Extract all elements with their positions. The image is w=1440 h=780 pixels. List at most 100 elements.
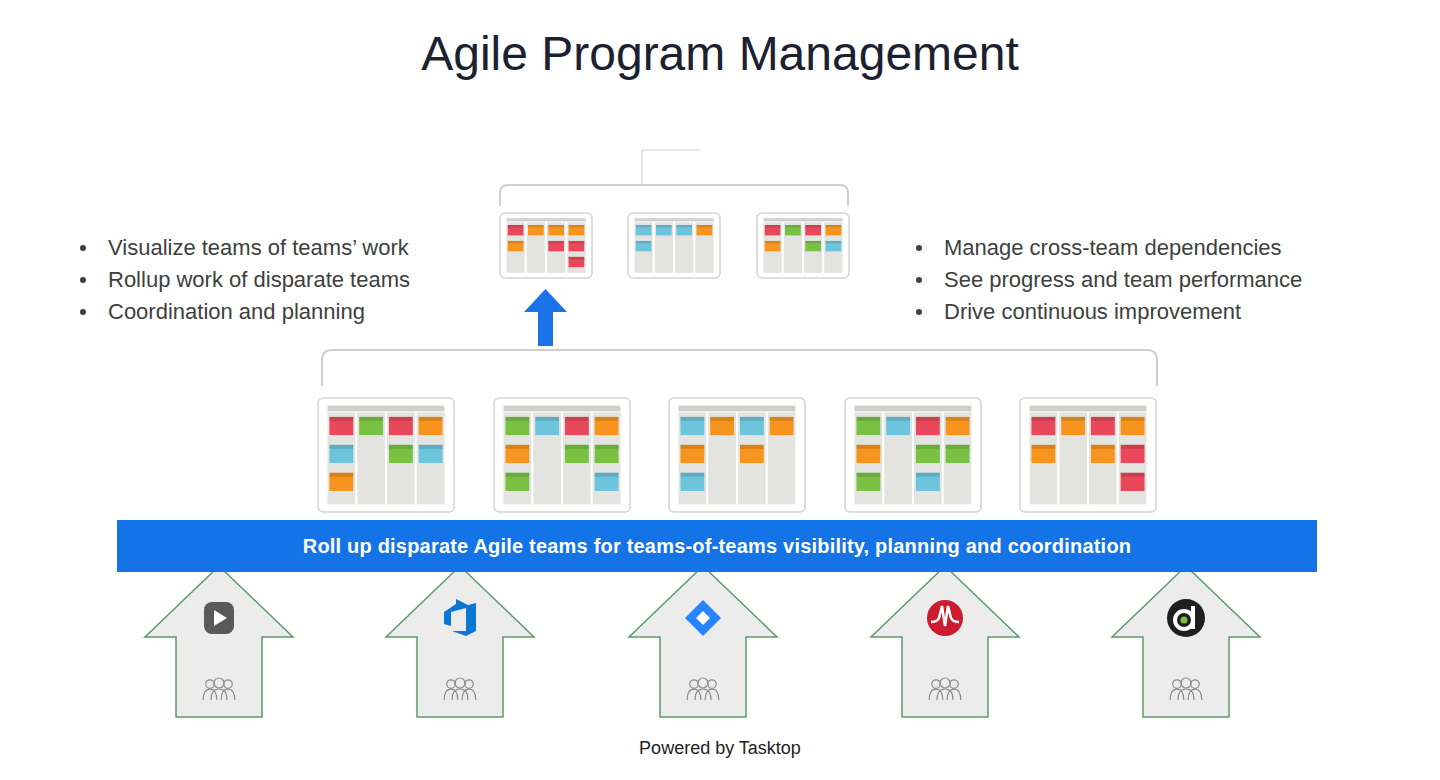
sticky-note <box>826 241 842 251</box>
sticky-note <box>636 241 652 251</box>
sticky-note <box>419 417 443 435</box>
board-column <box>784 222 802 272</box>
board-column <box>655 222 673 272</box>
sticky-note-top <box>505 417 529 421</box>
bullet-text: Visualize teams of teams’ work <box>108 235 409 261</box>
sticky-note-top <box>1121 473 1145 477</box>
tool-logo <box>927 600 963 636</box>
board-column <box>533 412 561 504</box>
sticky-note-top <box>785 225 801 227</box>
bullet-text: Coordination and planning <box>108 299 365 325</box>
person-head <box>1191 680 1200 689</box>
team-icon <box>687 678 719 700</box>
board-header <box>328 406 445 412</box>
board-column <box>1030 412 1058 504</box>
sticky-note-top <box>856 417 880 421</box>
board-column <box>567 222 585 272</box>
person-head <box>690 680 699 689</box>
tool-arrow <box>1112 566 1260 717</box>
sticky-note-top <box>505 473 529 477</box>
sticky-note <box>569 241 585 251</box>
sticky-note <box>710 417 734 435</box>
sticky-note <box>329 417 353 435</box>
sticky-note-top <box>419 417 443 421</box>
board-column <box>593 412 621 504</box>
sticky-note <box>770 417 794 435</box>
board-column <box>914 412 942 504</box>
board-column <box>1059 412 1087 504</box>
sticky-note-top <box>359 417 383 421</box>
bullet-dot <box>80 277 86 283</box>
board-column <box>695 222 713 272</box>
board-column <box>824 222 842 272</box>
bullet-dot <box>80 245 86 251</box>
sticky-note-top <box>389 445 413 449</box>
sticky-note-top <box>740 445 764 449</box>
person-head <box>1181 678 1191 688</box>
sticky-note <box>595 473 619 491</box>
up-arrow <box>629 566 777 717</box>
logo-bowl <box>1175 611 1193 629</box>
sticky-note <box>1091 417 1115 435</box>
sticky-note <box>805 241 821 251</box>
sticky-note <box>856 445 880 463</box>
board-frame <box>318 398 454 512</box>
sticky-note-top <box>595 445 619 449</box>
sticky-note-top <box>676 225 692 227</box>
sticky-note <box>765 225 781 235</box>
bullet-item: Coordination and planning <box>80 299 365 325</box>
sticky-note-top <box>636 225 652 227</box>
logo-inner <box>696 611 710 625</box>
person-body <box>221 689 235 700</box>
sticky-note-top <box>569 241 585 243</box>
banner-band: Roll up disparate Agile teams for teams-… <box>117 520 1317 572</box>
sticky-note <box>505 473 529 491</box>
rollup-arrow <box>524 289 567 346</box>
sticky-note <box>916 445 940 463</box>
board-header <box>506 218 585 221</box>
sticky-note-top <box>569 257 585 259</box>
sticky-note-top <box>856 445 880 449</box>
title: Agile Program Management <box>0 26 1440 81</box>
bullet-text: Rollup work of disparate teams <box>108 267 410 293</box>
board-column <box>944 412 972 504</box>
person-head <box>708 680 717 689</box>
caption: Powered by Tasktop <box>0 738 1440 759</box>
person-head <box>932 680 941 689</box>
team-icon <box>1170 678 1202 700</box>
sticky-note-top <box>1031 445 1055 449</box>
board-header <box>679 406 796 412</box>
sticky-note-top <box>595 417 619 421</box>
sticky-note-top <box>916 445 940 449</box>
board-column <box>763 222 781 272</box>
board-column <box>634 222 652 272</box>
tool-logo <box>444 599 476 636</box>
person-body <box>705 689 719 700</box>
board-column <box>357 412 385 504</box>
tool-logo <box>204 602 234 634</box>
bullet-item: Manage cross-team dependencies <box>916 235 1282 261</box>
tool-arrow <box>871 566 1019 717</box>
logo-play <box>214 610 227 626</box>
person-head <box>447 680 456 689</box>
sticky-note <box>785 225 801 235</box>
team-icon <box>203 678 235 700</box>
board-header <box>1030 406 1147 412</box>
sticky-note-top <box>656 225 672 227</box>
sticky-note-top <box>1121 445 1145 449</box>
logo-shape <box>444 599 476 636</box>
bullet-item: See progress and team performance <box>916 267 1302 293</box>
board-frame <box>494 398 630 512</box>
sticky-note-top <box>636 241 652 243</box>
bullet-dot <box>916 309 922 315</box>
person-head <box>698 678 708 688</box>
sticky-note <box>505 417 529 435</box>
board-header <box>855 406 972 412</box>
board-frame <box>500 213 592 278</box>
bullet-item: Drive continuous improvement <box>916 299 1241 325</box>
sticky-note-top <box>697 225 713 227</box>
sticky-note <box>1031 445 1055 463</box>
tool-arrow <box>145 566 293 717</box>
kanban-board <box>494 398 630 512</box>
